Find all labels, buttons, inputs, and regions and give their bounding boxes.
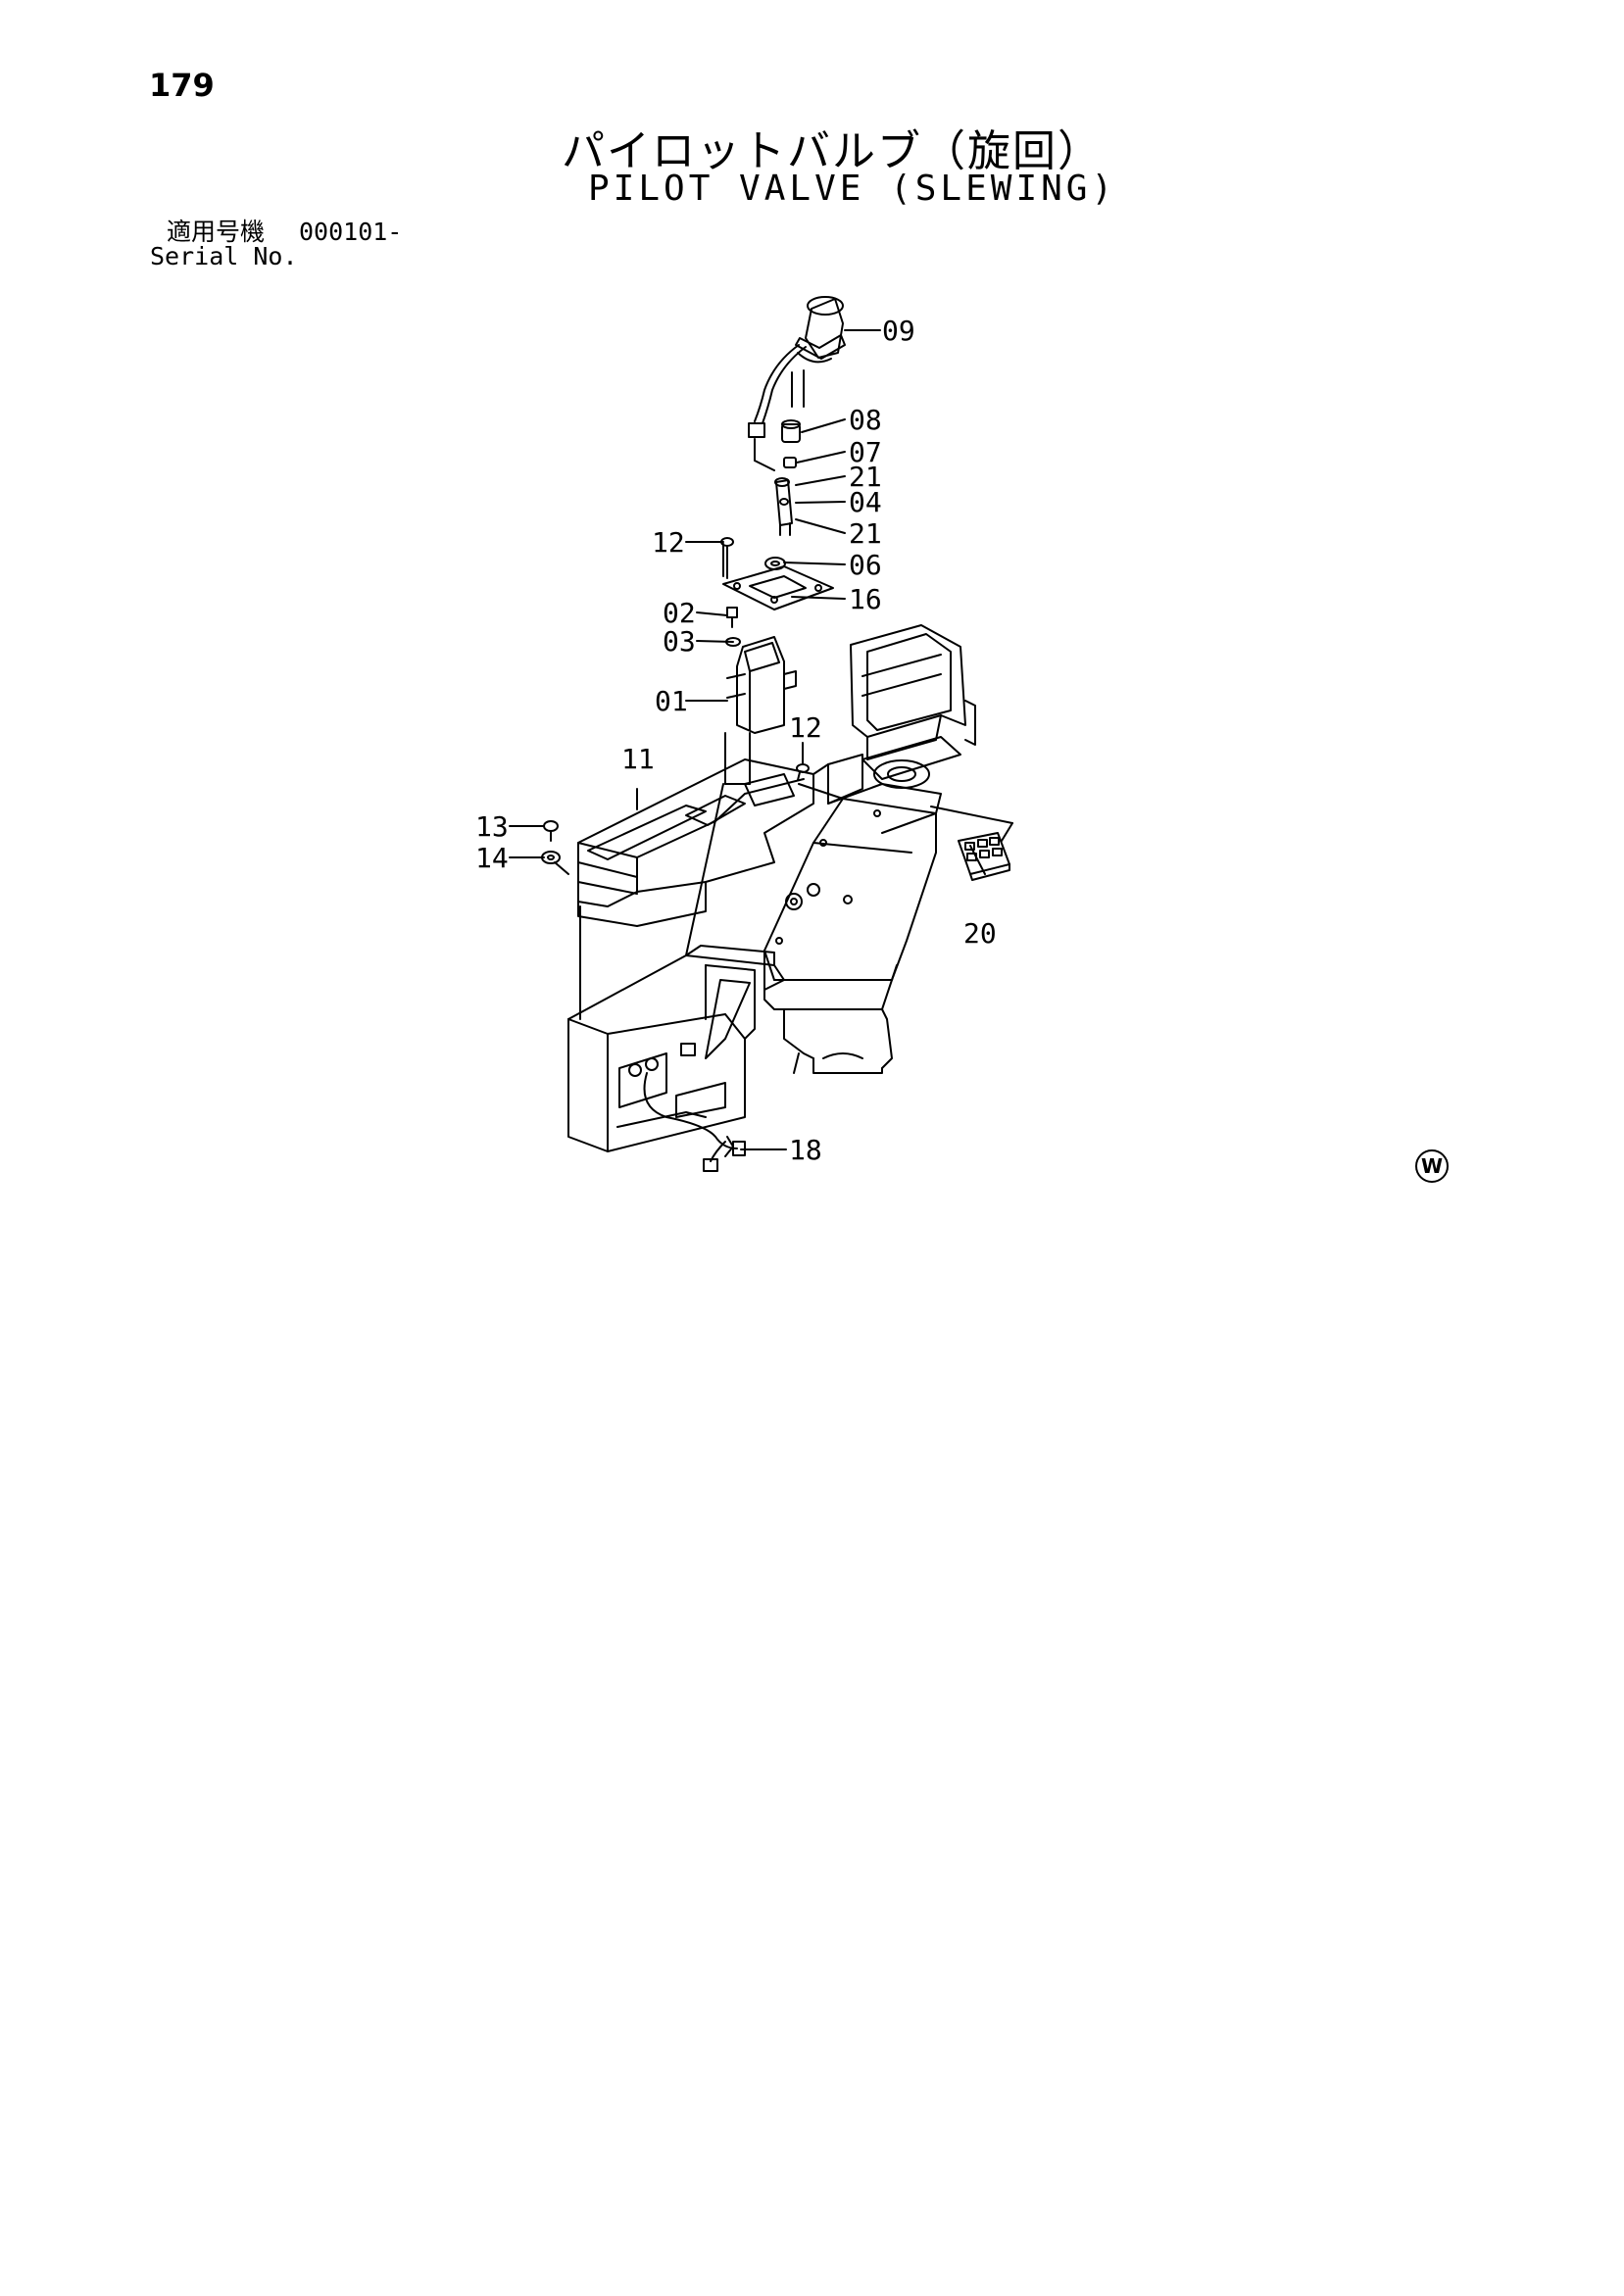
callout-07: 07: [849, 436, 882, 468]
callout-labels: 09 08 07 21 04 21 12 06 16 02 03 01 12 1…: [475, 315, 997, 1166]
pilot-valve-body: [724, 636, 797, 785]
page-number: 179: [149, 67, 215, 104]
callout-12-lower: 12: [789, 711, 822, 744]
callout-18: 18: [789, 1134, 822, 1166]
small-parts-stack: [754, 419, 801, 570]
callout-13: 13: [475, 810, 509, 843]
screws: [725, 607, 741, 647]
bolt-upper: [720, 537, 734, 579]
console-cover: [577, 758, 814, 927]
lever-grip: [748, 296, 846, 438]
lower-frame: [567, 783, 785, 1152]
callout-01: 01: [655, 685, 688, 717]
wire-harness: [643, 1072, 746, 1172]
serial-label-japanese: 適用号機: [167, 218, 266, 246]
callout-08: 08: [849, 404, 882, 436]
serial-number-value: 000101-: [299, 218, 403, 246]
cover-plate: [722, 565, 834, 611]
callout-21-lower: 21: [849, 517, 882, 550]
callout-11: 11: [621, 743, 655, 775]
callout-12-upper: 12: [652, 526, 685, 559]
callout-14: 14: [475, 842, 509, 874]
callout-04: 04: [849, 486, 882, 518]
page-title-english: PILOT VALVE (SLEWING): [588, 169, 1117, 209]
callout-20: 20: [963, 917, 997, 950]
callout-03: 03: [663, 625, 696, 658]
right-console-housing: [763, 624, 976, 1074]
callout-06: 06: [849, 549, 882, 581]
callout-16: 16: [849, 583, 882, 615]
callout-09: 09: [882, 315, 915, 347]
callout-21-upper: 21: [849, 461, 882, 493]
page-title-japanese: パイロットバルブ（旋回）: [562, 126, 1103, 176]
callout-02: 02: [663, 597, 696, 629]
serial-label-english: Serial No.: [150, 242, 298, 270]
switch-panel: [958, 832, 1010, 881]
leader-lines: [509, 329, 1013, 1150]
screw-and-washer: [541, 820, 569, 875]
corner-marker-icon: W: [1415, 1149, 1449, 1183]
